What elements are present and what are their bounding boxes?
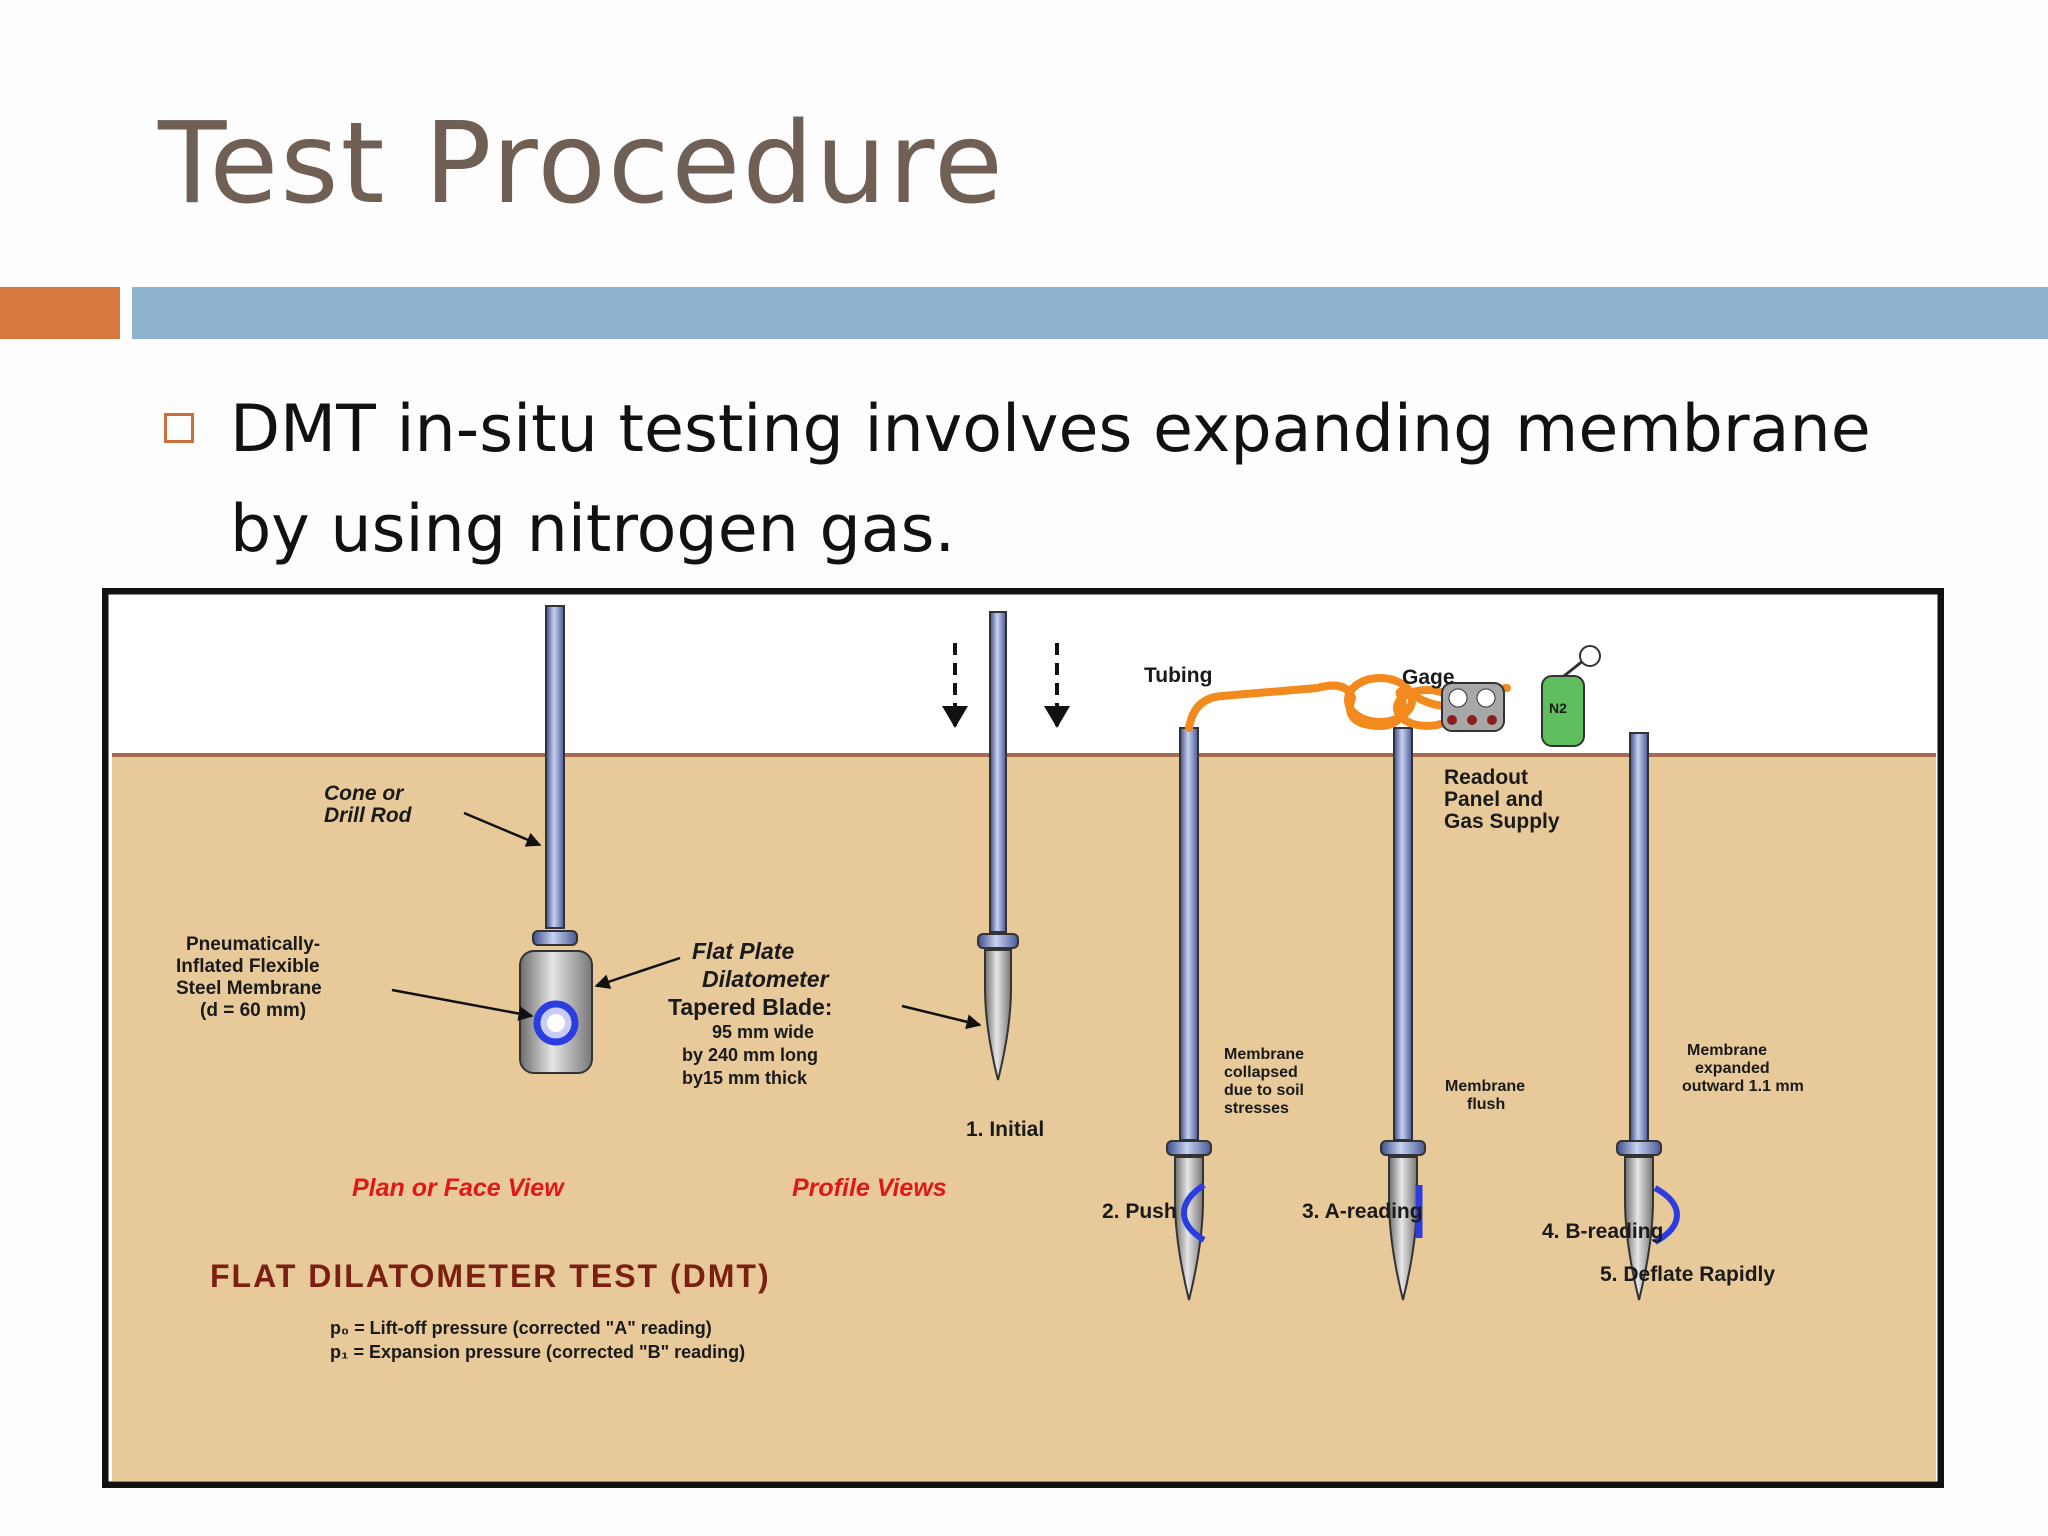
- bullet-square-icon: [164, 413, 194, 443]
- accent-bar-blue: [132, 287, 2048, 339]
- step-1-label: 1. Initial: [966, 1118, 1045, 1141]
- label-membrane-2: Inflated Flexible: [176, 956, 320, 977]
- label-p1-definition: p₁ = Expansion pressure (corrected "B" r…: [330, 1342, 746, 1362]
- step-4-label: 4. B-reading: [1542, 1220, 1664, 1243]
- label-collapsed-4: stresses: [1224, 1100, 1289, 1117]
- label-collapsed-1: Membrane: [1224, 1046, 1305, 1063]
- label-blade-2: Dilatometer: [702, 966, 829, 992]
- label-blade-5: by 240 mm long: [682, 1045, 819, 1065]
- label-n2: N2: [1549, 700, 1567, 716]
- label-cone-rod-2: Drill Rod: [324, 804, 412, 827]
- bullet-text: DMT in-situ testing involves expanding m…: [230, 392, 1871, 567]
- label-plan-view: Plan or Face View: [352, 1174, 564, 1202]
- readout-panel: [1441, 682, 1505, 732]
- label-cone-rod-1: Cone or: [324, 782, 404, 805]
- diagram-main-title: FLAT DILATOMETER TEST (DMT): [210, 1258, 771, 1294]
- label-expanded-2: expanded: [1695, 1060, 1770, 1077]
- label-blade-4: 95 mm wide: [712, 1022, 815, 1042]
- label-flush-1: Membrane: [1445, 1078, 1526, 1095]
- label-membrane-1: Pneumatically-: [186, 934, 321, 955]
- label-tubing: Tubing: [1144, 664, 1213, 687]
- label-expanded-1: Membrane: [1687, 1042, 1768, 1059]
- label-readout-2: Panel and: [1444, 788, 1544, 811]
- label-readout-1: Readout: [1444, 766, 1528, 789]
- step-5-label: 5. Deflate Rapidly: [1600, 1263, 1776, 1286]
- label-collapsed-3: due to soil: [1224, 1082, 1304, 1099]
- accent-bar-orange: [0, 287, 120, 339]
- profile-rod-a-reading: [1380, 727, 1426, 1301]
- profile-rod-initial: [942, 611, 1070, 1081]
- label-membrane-4: (d = 60 mm): [200, 1000, 307, 1021]
- profile-rod-b-reading: [1616, 732, 1681, 1301]
- slide-title: Test Procedure: [158, 99, 1005, 229]
- label-blade-3: Tapered Blade:: [668, 994, 833, 1020]
- label-p0-definition: p₀ = Lift-off pressure (corrected "A" re…: [330, 1318, 712, 1338]
- label-blade-1: Flat Plate: [692, 938, 795, 964]
- step-3-label: 3. A-reading: [1302, 1200, 1423, 1223]
- step-2-label: 2. Push: [1102, 1200, 1177, 1223]
- diagram-border: [102, 588, 1944, 1488]
- label-collapsed-2: collapsed: [1224, 1064, 1298, 1081]
- diagram-graphics: [102, 588, 1944, 1488]
- label-gage: Gage: [1402, 666, 1455, 689]
- plan-view-rod: [519, 605, 593, 1074]
- label-flush-2: flush: [1467, 1096, 1506, 1113]
- label-blade-6: by15 mm thick: [682, 1068, 808, 1088]
- label-membrane-3: Steel Membrane: [176, 978, 322, 999]
- label-profile-views: Profile Views: [792, 1174, 947, 1202]
- label-readout-3: Gas Supply: [1444, 810, 1560, 833]
- n2-tank: [1541, 645, 1601, 747]
- dmt-diagram: Cone or Drill Rod Pneumatically- Inflate…: [102, 588, 1944, 1488]
- label-expanded-3: outward 1.1 mm: [1682, 1078, 1804, 1095]
